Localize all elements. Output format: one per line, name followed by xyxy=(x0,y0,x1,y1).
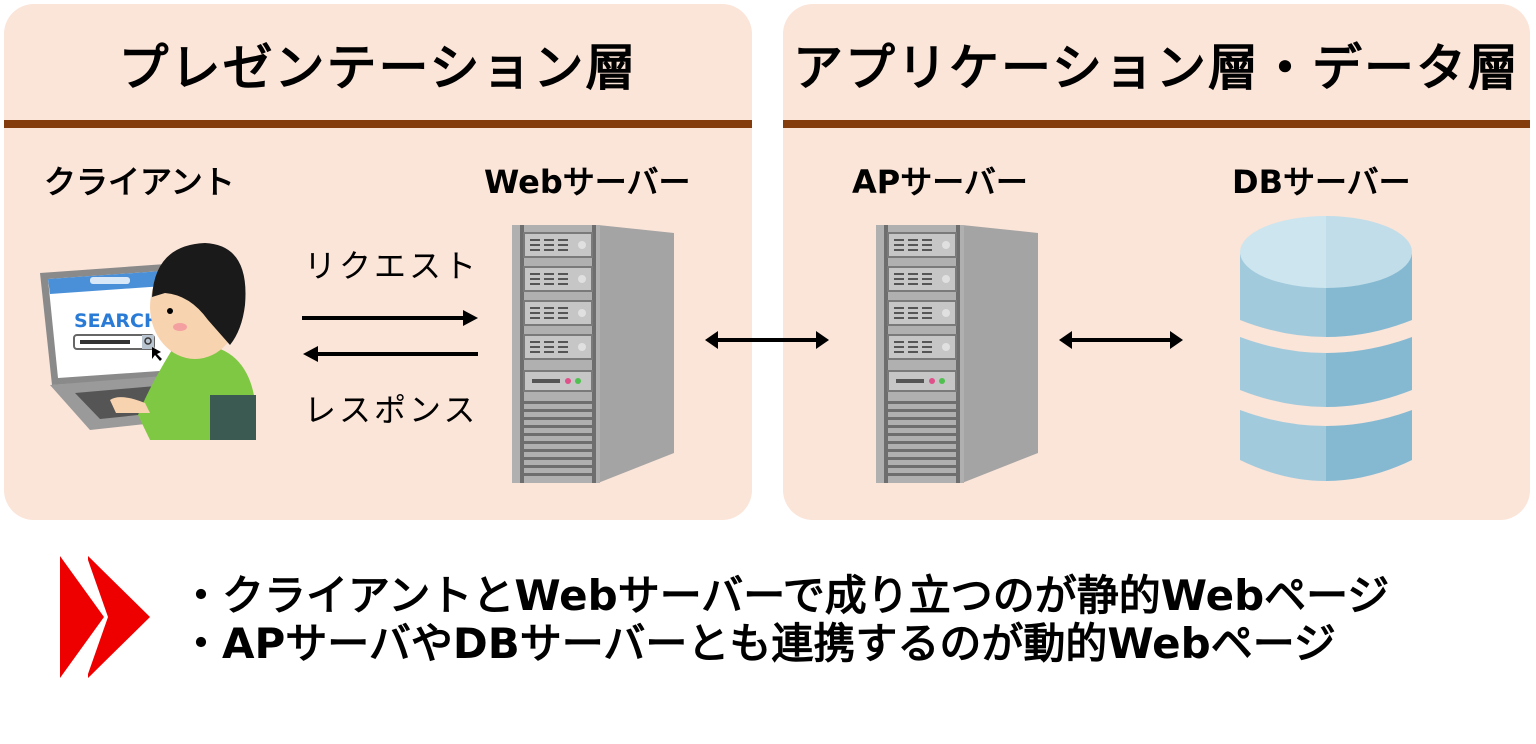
ap-db-bidirectional-arrow xyxy=(1059,331,1183,349)
response-label: レスポンス xyxy=(304,391,479,429)
status-led-green xyxy=(939,378,945,384)
application-data-layer-title: アプリケーション層・データ層 xyxy=(793,39,1520,97)
web-server-icon xyxy=(512,225,674,483)
red-chevron-icon xyxy=(60,556,150,678)
request-response-arrows xyxy=(302,310,478,362)
status-led-red xyxy=(929,378,935,384)
database-icon xyxy=(1240,216,1412,481)
request-arrow xyxy=(302,310,478,326)
presentation-layer-title: プレゼンテーション層 xyxy=(118,39,638,97)
ap-server-icon xyxy=(876,225,1038,483)
summary-dynamic-page: ・APサーバやDBサーバーとも連携するのが動的Webページ xyxy=(180,619,1336,668)
title-divider xyxy=(783,120,1530,128)
magnifier-icon xyxy=(144,337,152,345)
status-led-red xyxy=(565,378,571,384)
search-logo: SEARCH xyxy=(74,310,160,332)
client-label: クライアント xyxy=(44,163,235,201)
person-icon xyxy=(110,243,256,440)
cursor-icon xyxy=(152,347,162,361)
summary-static-page: ・クライアントとWebサーバーで成り立つのが静的Webページ xyxy=(180,571,1390,620)
web-server-label: Webサーバー xyxy=(484,163,691,201)
db-server-label: DBサーバー xyxy=(1232,163,1411,201)
web-ap-bidirectional-arrow xyxy=(705,331,829,349)
title-divider xyxy=(4,120,752,128)
response-arrow xyxy=(303,346,478,362)
status-led-green xyxy=(575,378,581,384)
client-user-laptop-illustration: SEARCH xyxy=(40,243,256,440)
search-box xyxy=(73,334,155,350)
ap-server-label: APサーバー xyxy=(852,163,1028,201)
request-label: リクエスト xyxy=(304,247,480,285)
